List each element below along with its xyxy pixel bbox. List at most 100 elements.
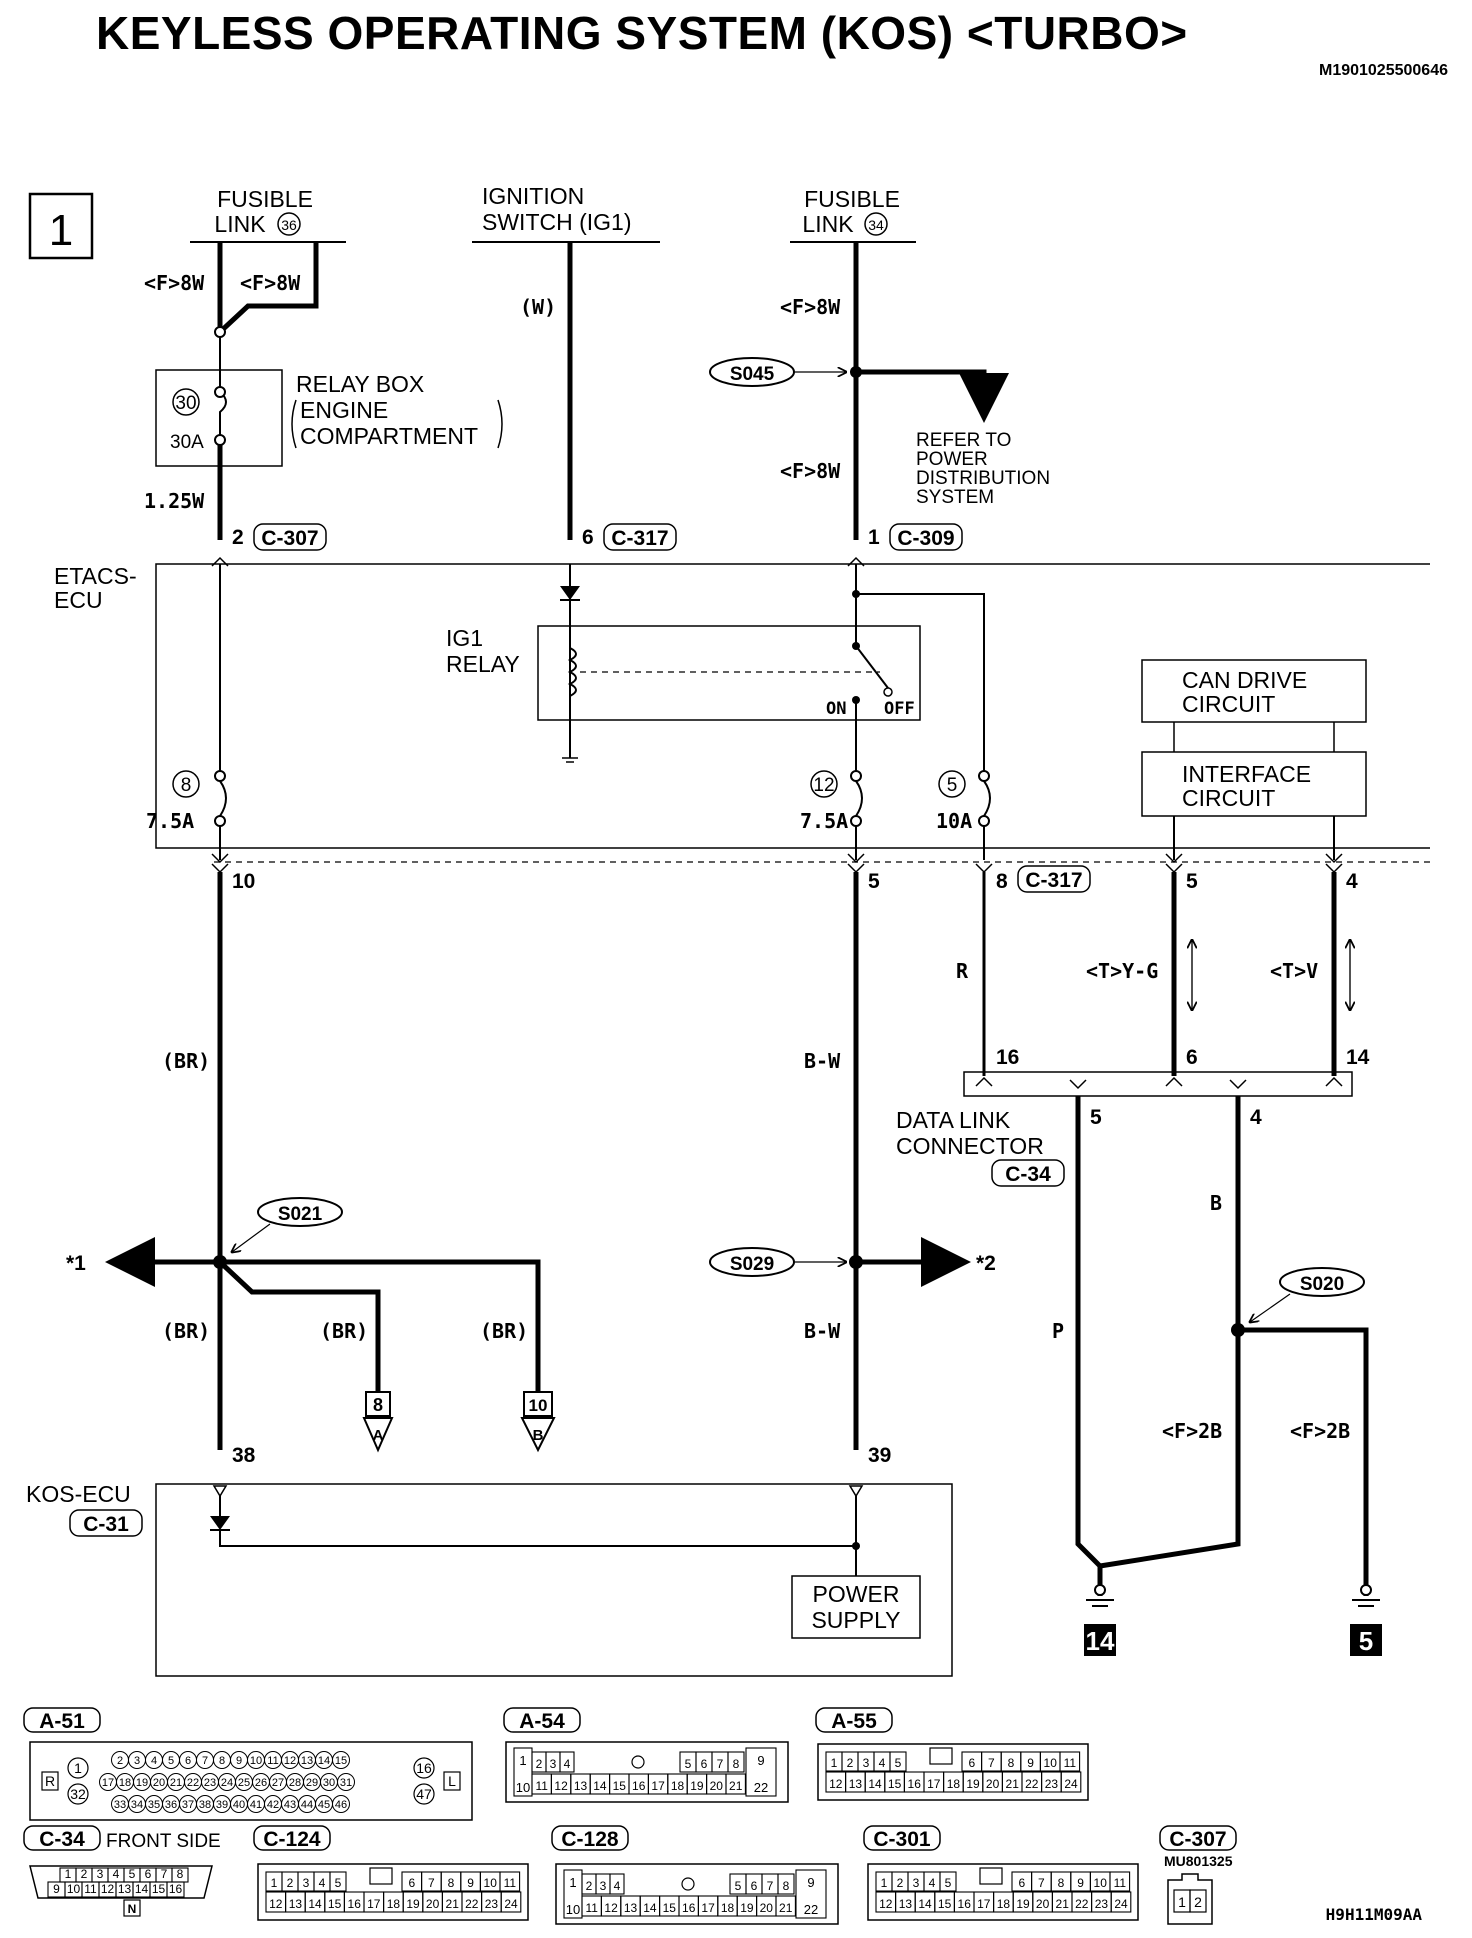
pin-label: 17	[102, 1777, 114, 1789]
pin-label: 3	[550, 1757, 557, 1771]
pin-cell	[939, 1871, 957, 1892]
pin-cell	[166, 1881, 185, 1898]
pin-label: 30	[323, 1777, 335, 1789]
pin-label: 13	[624, 1901, 638, 1915]
pin-cell	[337, 1773, 355, 1791]
pin-label: 10	[484, 1876, 498, 1890]
pin-label: 35	[148, 1799, 160, 1811]
svg-text:5: 5	[868, 870, 880, 893]
pin-label: 28	[289, 1777, 301, 1789]
pin-cell	[1059, 1751, 1081, 1772]
pin-label: 13	[899, 1897, 913, 1911]
can-drive-circuit: CAN DRIVE CIRCUIT	[1141, 659, 1367, 752]
pin-label: 41	[250, 1799, 262, 1811]
pin-label: 12	[101, 1882, 115, 1896]
pin-label: 18	[997, 1897, 1011, 1911]
pin-cell	[609, 1873, 625, 1895]
ref-a: 8 A	[362, 1391, 394, 1453]
pin-label: 4	[879, 1756, 886, 1770]
pin-label: 20	[153, 1777, 165, 1789]
pin-label: 8	[177, 1867, 184, 1881]
svg-text:38: 38	[232, 1444, 256, 1467]
pin-label: 12	[879, 1897, 893, 1911]
svg-text:1: 1	[74, 1760, 82, 1776]
pin-cell	[332, 1751, 350, 1769]
pin-label: 7	[717, 1757, 724, 1771]
wire-b: B <F>2B <F>2B	[1099, 1096, 1369, 1596]
pin-label: 18	[387, 1897, 401, 1911]
svg-text:DISTRIBUTION: DISTRIBUTION	[916, 468, 1050, 489]
svg-text:7.5A: 7.5A	[146, 809, 194, 833]
svg-text:FUSIBLE: FUSIBLE	[217, 186, 313, 212]
pin-label: 17	[367, 1897, 381, 1911]
svg-text:6: 6	[582, 526, 594, 549]
svg-text:<T>Y-G: <T>Y-G	[1086, 959, 1158, 983]
svg-text:<F>2B: <F>2B	[1162, 1419, 1222, 1443]
pin-label: 6	[1018, 1876, 1025, 1890]
svg-text:P: P	[1052, 1319, 1064, 1343]
svg-text:(BR): (BR)	[320, 1319, 368, 1343]
pin-label: 14	[308, 1897, 322, 1911]
connector-labels-top: 2 C-307 6 C-317 1 C-309	[232, 523, 963, 551]
pin-label: 24	[1114, 1897, 1128, 1911]
svg-text:<F>8W: <F>8W	[144, 271, 205, 295]
svg-text:C-301: C-301	[873, 1828, 931, 1851]
svg-text:39: 39	[868, 1444, 891, 1467]
pin-label: 16	[632, 1779, 646, 1793]
pin-label: 5	[735, 1879, 742, 1893]
pin-label: 20	[710, 1779, 724, 1793]
svg-text:1: 1	[868, 526, 880, 549]
svg-text:(BR): (BR)	[480, 1319, 528, 1343]
pin-label: 21	[170, 1777, 182, 1789]
pin-label: 22	[1075, 1897, 1089, 1911]
svg-text:8: 8	[181, 775, 192, 796]
svg-text:C-34: C-34	[1005, 1163, 1051, 1186]
pin-label: 5	[895, 1756, 902, 1770]
svg-text:POWER: POWER	[916, 449, 988, 470]
pin-label: 24	[221, 1777, 233, 1789]
svg-text:C-128: C-128	[561, 1828, 619, 1851]
pin-label: 7	[988, 1756, 995, 1770]
ref-b: 10 B	[520, 1391, 556, 1453]
pin-label: 4	[151, 1755, 157, 1767]
svg-text:SWITCH (IG1): SWITCH (IG1)	[482, 209, 632, 235]
svg-text:C-309: C-309	[897, 527, 954, 550]
pin-label: 14	[918, 1897, 932, 1911]
pin-label: 5	[335, 1876, 342, 1890]
pin-label: 25	[238, 1777, 250, 1789]
splice-s020: S020	[1250, 1267, 1365, 1322]
wire-ignition: (W)	[520, 242, 573, 540]
pin-label: 2	[536, 1757, 543, 1771]
pin-label: 36	[165, 1799, 177, 1811]
pin-cell	[889, 1751, 907, 1772]
pin-label: 42	[267, 1799, 279, 1811]
svg-text:S021: S021	[278, 1204, 323, 1225]
pin-label: 4	[113, 1867, 120, 1881]
pin-label: 33	[114, 1799, 126, 1811]
svg-text:(BR): (BR)	[162, 1319, 210, 1343]
pin-label: 6	[185, 1755, 191, 1767]
ignition-switch-label: IGNITION SWITCH (IG1)	[472, 183, 660, 243]
pin-label: 39	[216, 1799, 228, 1811]
svg-text:ON: ON	[826, 699, 846, 719]
svg-text:IGNITION: IGNITION	[482, 183, 584, 209]
svg-text:OFF: OFF	[884, 699, 915, 719]
svg-text:<F>8W: <F>8W	[780, 295, 841, 319]
pin-cell	[332, 1795, 350, 1813]
pin-label: 3	[134, 1755, 140, 1767]
svg-text:N: N	[128, 1902, 137, 1916]
pin-cell	[1060, 1771, 1082, 1793]
pin-label: 20	[986, 1777, 1000, 1791]
pin-label: 6	[408, 1876, 415, 1890]
svg-text:A: A	[373, 1427, 384, 1444]
etacs-fuse8: 8 7.5A	[146, 564, 227, 860]
pin-label: 6	[751, 1879, 758, 1893]
svg-text:KOS-ECU: KOS-ECU	[26, 1481, 131, 1507]
svg-text:CAN DRIVE: CAN DRIVE	[1182, 667, 1307, 693]
pin-label: 12	[604, 1901, 618, 1915]
svg-text:MU801325: MU801325	[1164, 1853, 1233, 1869]
